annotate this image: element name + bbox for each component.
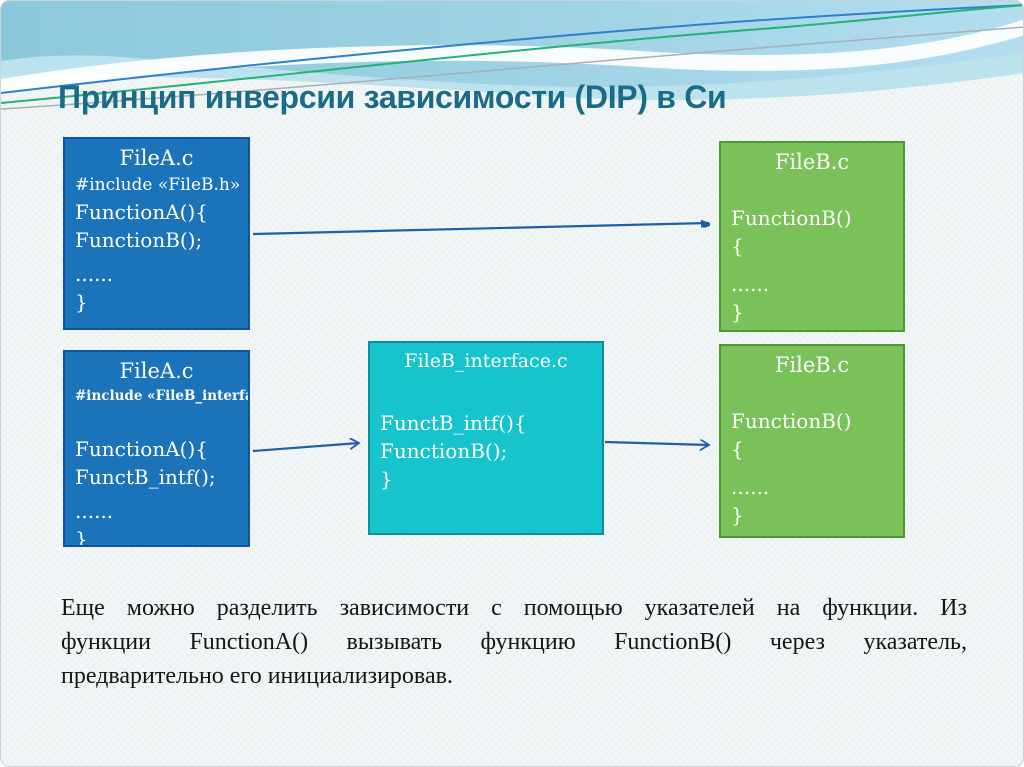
code-include: #include «FileB_interface.h» [75,388,250,404]
code-line [731,260,893,270]
wave-line-gray [1,26,1023,110]
box-title: FileB.c [774,150,850,174]
code-line [731,176,893,204]
code-line: ...... [75,499,114,523]
code-line [731,463,893,473]
code-line: } [731,300,744,324]
wave-white-swoosh [1,19,1023,93]
arrow-interface-to-fileb2 [604,442,709,445]
box-title: FileA.c [119,146,194,170]
code-line: } [380,467,393,491]
code-line: } [75,290,88,314]
paragraph-line: Еще можно разделить зависимости с помощь… [61,595,967,621]
code-line: ...... [731,272,770,296]
arrow-filea2-to-interface [252,443,359,453]
code-line: FunctB_intf(){ [380,411,527,435]
code-line: FunctionA(){ [75,200,208,224]
code-line [731,379,893,407]
code-line: { [731,234,744,258]
code-box-fileb-top: FileB.c FunctionB() { ...... } [719,141,905,332]
code-box-filea-top: FileA.c #include «FileB.h» FunctionA(){ … [63,137,250,330]
code-line: } [75,527,88,547]
wave-line-blue [1,4,1023,94]
code-line: FunctionB(); [75,228,203,252]
code-line: ...... [75,262,114,286]
box-title: FileB.c [774,353,850,377]
wave-line-green [1,4,1023,104]
arrow-filea-to-fileb [252,223,709,236]
code-box-filea-bottom: FileA.c #include «FileB_interface.h» Fun… [63,350,250,547]
code-line: FunctionB() [731,409,852,433]
top-wave-decoration [1,1,1023,110]
code-line: FunctionB() [731,206,852,230]
code-line: FunctionA(){ [75,437,208,461]
box-title: FileA.c [119,359,194,383]
slide-title: Принцип инверсии зависимости (DIP) в Си [58,79,727,115]
code-line: FunctionB(); [380,439,508,463]
code-line: ...... [731,475,770,499]
code-include: #include «FileB.h» [75,175,241,195]
code-line: FunctB_intf(); [75,465,216,489]
box-title: FileB_interface.c [404,350,568,372]
code-line [75,407,238,435]
code-box-interface: FileB_interface.c FunctB_intf(){ Functio… [368,341,604,535]
body-paragraph: Еще можно разделить зависимости с помощь… [61,591,967,693]
paragraph-line: функции FunctionA() вызывать функцию Fun… [61,629,967,655]
paragraph-line: предварительно его инициализировав. [61,663,453,689]
code-line: } [731,503,744,527]
code-box-fileb-bottom: FileB.c FunctionB() { ...... } [719,344,905,538]
code-line: { [731,437,744,461]
code-line [380,375,592,403]
